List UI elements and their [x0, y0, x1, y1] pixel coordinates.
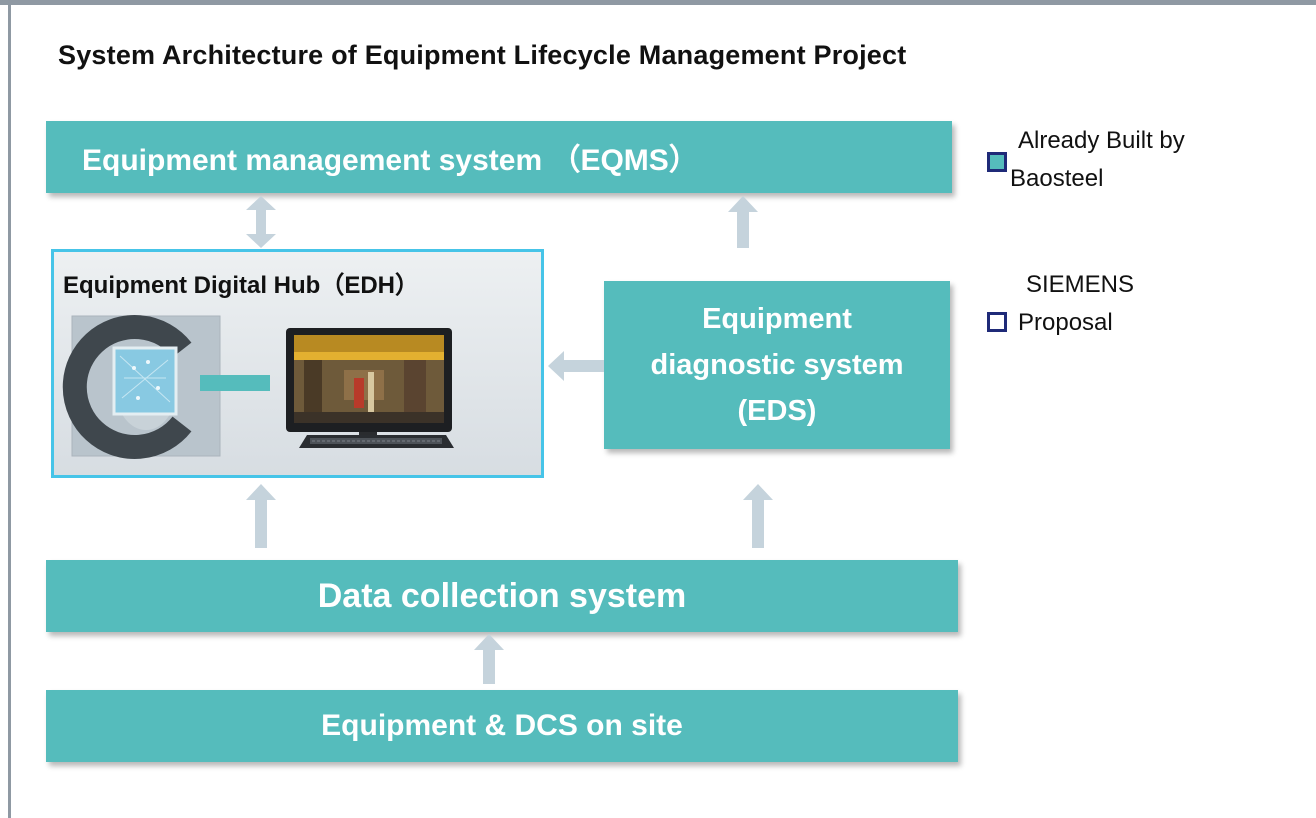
data-collection-box: Data collection system	[46, 560, 958, 632]
data-to-eds-arrow	[743, 484, 773, 548]
frame-left-border	[8, 5, 11, 818]
eds-label-line-3: (EDS)	[737, 395, 817, 427]
on-site-box: Equipment & DCS on site	[46, 690, 958, 762]
eds-label-line-2: diagnostic system	[650, 349, 904, 381]
legend-built-line-2: Baosteel	[1010, 165, 1104, 192]
legend-proposal-line-2: Proposal	[1018, 309, 1113, 336]
computer-monitor-icon	[286, 328, 452, 444]
legend-proposal-line-1: SIEMENS	[1026, 271, 1135, 298]
frame-top-border	[0, 0, 1316, 5]
eds-to-edh-arrow	[548, 351, 604, 381]
data-collection-label: Data collection system	[317, 576, 687, 615]
legend-built-swatch	[987, 152, 1007, 172]
edh-box: Equipment Digital Hub（EDH）	[51, 249, 544, 478]
eqms-box: Equipment management system （EQMS）	[46, 121, 952, 193]
eds-box: Equipment diagnostic system (EDS)	[604, 281, 950, 449]
eds-label-line-1: Equipment	[702, 303, 852, 335]
keyboard-icon	[299, 435, 454, 448]
eqms-label: Equipment management system （EQMS）	[82, 144, 699, 177]
onsite-to-data-arrow	[474, 634, 504, 684]
c-logo-icon	[62, 315, 221, 459]
edh-eqms-bidirectional-arrow	[246, 196, 276, 248]
eds-to-eqms-arrow	[728, 196, 758, 248]
connector-bar	[200, 375, 270, 391]
legend-built-line-1: Already Built by	[1018, 127, 1185, 154]
diagram-title: System Architecture of Equipment Lifecyc…	[58, 40, 907, 70]
data-to-edh-arrow	[246, 484, 276, 548]
legend-proposal-swatch	[987, 312, 1007, 332]
on-site-label: Equipment & DCS on site	[321, 709, 683, 742]
edh-illustration	[62, 315, 454, 459]
edh-label: Equipment Digital Hub（EDH）	[63, 272, 419, 299]
